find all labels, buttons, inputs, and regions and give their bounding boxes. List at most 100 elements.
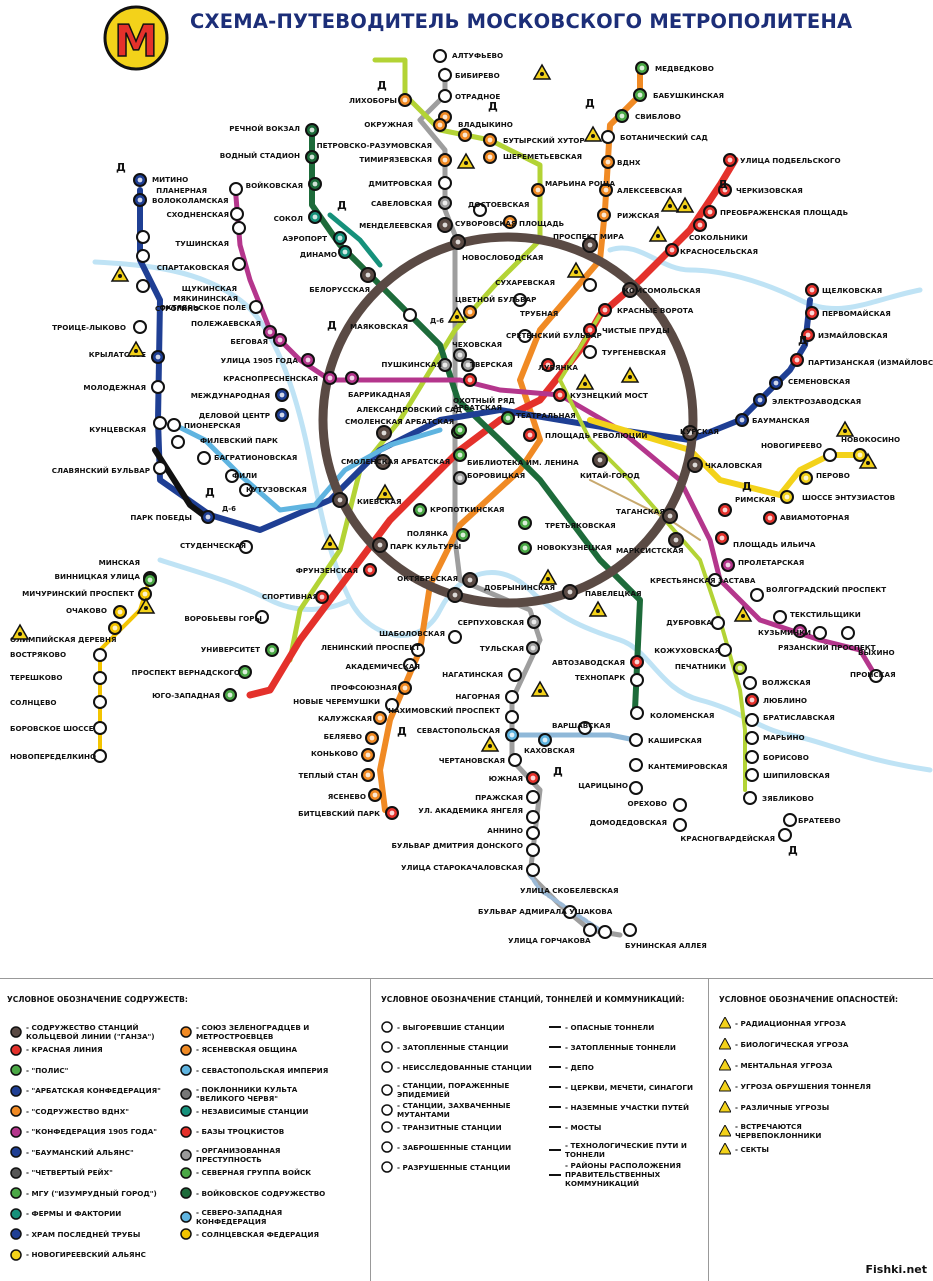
- station-emblem-icon: [587, 242, 593, 248]
- hazard-dot-icon: [741, 614, 745, 618]
- station-label-universitet: УНИВЕРСИТЕТ: [201, 645, 260, 654]
- station-label-smolenskaya_b: СМОЛЕНСКАЯ АРБАТСКАЯ: [341, 457, 450, 466]
- station-label-polyanka: ПОЛЯНКА: [407, 529, 449, 538]
- station-label-marina_roshcha: МАРЬИНА РОЩА: [545, 179, 615, 188]
- station-label-kozhukhovskaya: КОЖУХОВСКАЯ: [654, 646, 720, 655]
- station-tsaritsyno: [629, 781, 643, 795]
- station-emblem-icon: [530, 645, 536, 651]
- station-emblem-icon: [722, 187, 728, 193]
- legend-item: - ОПАСНЫЕ ТОННЕЛИ: [549, 1021, 654, 1033]
- station-emblem-icon: [457, 427, 463, 433]
- legend-item-label: - МОСТЫ: [565, 1122, 602, 1132]
- legend-item: - БАЗЫ ТРОЦКИСТОВ: [180, 1125, 285, 1138]
- station-emblem-icon: [112, 625, 118, 631]
- legend-item: - СЕВАСТОПОЛЬСКАЯ ИМПЕРИЯ: [180, 1064, 328, 1076]
- station-emblem-icon: [305, 357, 311, 363]
- station-label-bibirevo: БИБИРЕВО: [455, 71, 500, 80]
- station-label-strogino: СТРОГИНО: [155, 304, 199, 313]
- station-shchukinskaya: [136, 230, 150, 244]
- station-emblem-icon: [242, 669, 248, 675]
- tunnel-symbol-icon: [549, 1061, 561, 1073]
- station-label-kitay_gorod: КИТАЙ-ГОРОД: [580, 471, 640, 480]
- station-emblem-icon: [602, 307, 608, 313]
- station-label-vinnitskaya: ВИННИЦКАЯ УЛИЦА: [55, 572, 141, 581]
- community-b-icon: [180, 1026, 192, 1038]
- station-emblem-icon: [605, 159, 611, 165]
- station-kolomenskaya: [630, 706, 644, 720]
- station-emblem-icon: [442, 362, 448, 368]
- station-type-icon: [381, 1061, 393, 1073]
- station-emblem-icon: [587, 327, 593, 333]
- station-emblem-icon: [277, 337, 283, 343]
- legend-item-label: - ТРАНЗИТНЫЕ СТАНЦИИ: [397, 1122, 502, 1132]
- legend-item-label: - ЦЕРКВИ, МЕЧЕТИ, СИНАГОГИ: [565, 1082, 694, 1092]
- station-emblem-icon: [117, 609, 123, 615]
- station-label-trubnaya: ТРУБНАЯ: [520, 309, 558, 318]
- station-type-icon: [381, 1121, 393, 1133]
- legend-item-label: - СЕКТЫ: [735, 1144, 769, 1154]
- station-label-oktyabrskoe_pole: ОКТЯБРЬСКОЕ ПОЛЕ: [160, 303, 246, 312]
- station-label-shchelkovskaya: ЩЕЛКОВСКАЯ: [822, 286, 882, 295]
- station-bagrationovskaya: [197, 451, 211, 465]
- legend-item: - ЗАТОПЛЕННЫЕ ТОННЕЛИ: [549, 1041, 676, 1053]
- station-emblem-icon: [773, 380, 779, 386]
- station-novogireevo: [823, 448, 837, 462]
- legend-item: - ВСТРЕЧАЮТСЯ ЧЕРВЕПОКЛОННИКИ: [718, 1122, 885, 1140]
- hazard-dot-icon: [546, 577, 550, 581]
- legend-item: - ВОЙКОВСКОЕ СОДРУЖЕСТВО: [180, 1187, 325, 1199]
- legend-item-label: - ВОЙКОВСКОЕ СОДРУЖЕСТВО: [196, 1188, 326, 1198]
- station-emblem-icon: [462, 132, 468, 138]
- station-brateevo: [783, 813, 797, 827]
- community-b-icon: [180, 1105, 192, 1117]
- station-label-rimskaya: РИМСКАЯ: [735, 495, 776, 504]
- station-label-proletarskaya: ПРОЛЕТАРСКАЯ: [738, 558, 804, 567]
- community-b-icon: [180, 1087, 192, 1100]
- station-label-sviblovo: СВИБЛОВО: [635, 112, 681, 121]
- depot-label: Д: [585, 97, 595, 110]
- station-emblem-icon: [794, 357, 800, 363]
- depot-label: Д: [397, 725, 407, 738]
- legend-item-label: - ПОКЛОННИКИ КУЛЬТА "ВЕЛИКОГО ЧЕРВЯ": [196, 1084, 298, 1103]
- station-ryazansky: [813, 626, 827, 640]
- station-label-tretyakovskaya: ТРЕТЬЯКОВСКАЯ: [545, 521, 616, 530]
- station-kashirskaya: [629, 733, 643, 747]
- station-kutuzovskaya: [239, 483, 253, 497]
- station-ul_yangelya: [526, 810, 540, 824]
- station-emblem-icon: [319, 594, 325, 600]
- legend-item: - СТАНЦИИ, ЗАХВАЧЕННЫЕ МУТАНТАМИ: [381, 1101, 547, 1119]
- depot-label: Д: [377, 79, 387, 92]
- station-label-elektrozavodskaya: ЭЛЕКТРОЗАВОДСКАЯ: [772, 397, 861, 406]
- station-label-likhobory: ЛИХОБОРЫ: [349, 96, 397, 105]
- station-emblem-icon: [719, 535, 725, 541]
- station-label-volgogradsky: ВОЛГОГРАДСКИЙ ПРОСПЕКТ: [766, 585, 886, 594]
- station-label-zyablikovo: ЗЯБЛИКОВО: [762, 794, 814, 803]
- station-emblem-icon: [669, 247, 675, 253]
- station-akademicheskaya: [403, 658, 417, 672]
- station-label-ulitsa_podbelskogo: УЛИЦА ПОДБЕЛЬСКОГО: [740, 156, 841, 165]
- station-label-preobrazhenskaya: ПРЕОБРАЖЕНСКАЯ ПЛОЩАДЬ: [720, 208, 848, 217]
- station-novoperedelkino: [93, 749, 107, 763]
- station-type-icon: [381, 1141, 393, 1153]
- legend-item: - НЕЗАВИСИМЫЕ СТАНЦИИ: [180, 1105, 308, 1117]
- community-a-icon: [10, 1146, 22, 1158]
- station-type-icon: [381, 1021, 393, 1033]
- station-label-varshavskaya: ВАРШАВСКАЯ: [552, 721, 610, 730]
- station-label-annino: АННИНО: [487, 826, 523, 835]
- legend-item: - ТЕХНОЛОГИЧЕСКИЕ ПУТИ И ТОННЕЛИ: [549, 1141, 709, 1159]
- station-label-aeroport: АЭРОПОРТ: [282, 234, 327, 243]
- station-label-ulitsa_starokachalovskaya: УЛИЦА СТАРОКАЧАЛОВСКАЯ: [401, 863, 523, 872]
- station-label-planernaya: ПЛАНЕРНАЯ: [156, 186, 207, 195]
- station-label-filevsky: ФИЛЕВСКИЙ ПАРК: [200, 436, 278, 445]
- station-label-akademicheskaya: АКАДЕМИЧЕСКАЯ: [346, 662, 420, 671]
- community-a-icon: [10, 1084, 22, 1097]
- station-emblem-icon: [467, 377, 473, 383]
- station-emblem-icon: [567, 589, 573, 595]
- station-type-icon: [381, 1161, 393, 1173]
- station-label-michurinsky: МИЧУРИНСКИЙ ПРОСПЕКТ: [22, 589, 134, 598]
- tunnel-symbol-icon: [549, 1081, 561, 1093]
- station-label-shabolovskaya: ШАБОЛОВСКАЯ: [379, 629, 445, 638]
- station-chertanovskaya: [508, 753, 522, 767]
- station-label-sretensky: СРЕТЕНСКИЙ БУЛЬВАР: [506, 331, 602, 340]
- legend-item-label: - БАЗЫ ТРОЦКИСТОВ: [196, 1127, 285, 1136]
- legend-item: - ФЕРМЫ И ФАКТОРИИ: [10, 1207, 121, 1220]
